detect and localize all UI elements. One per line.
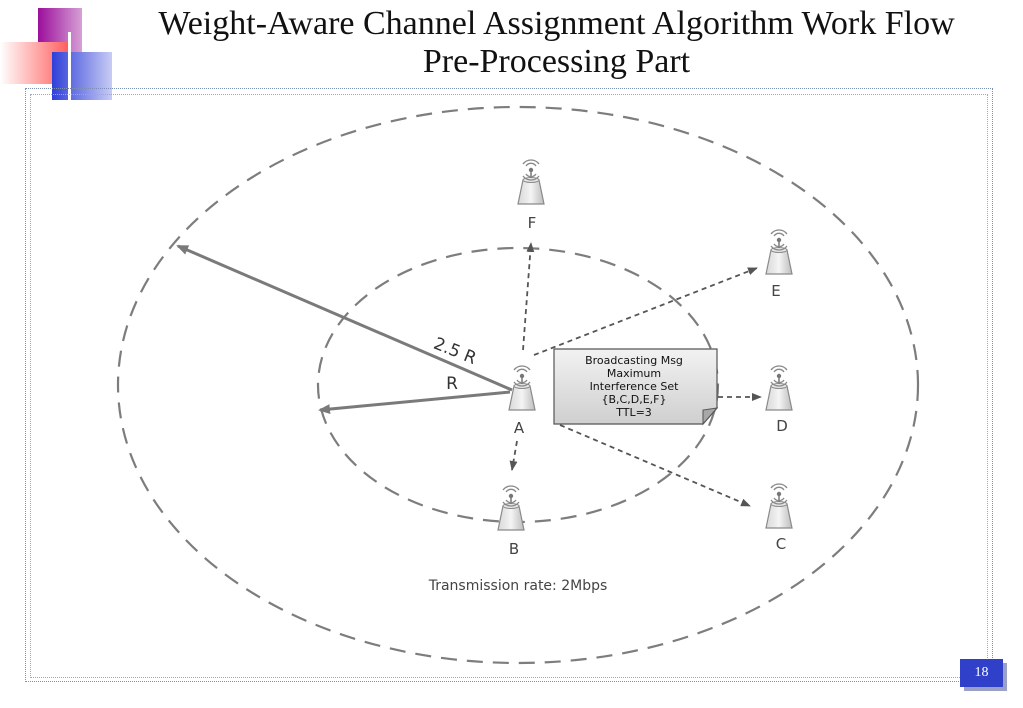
node-c-label: C: [776, 535, 786, 553]
message-line-5: TTL=3: [615, 406, 652, 419]
message-line-2: Maximum: [607, 367, 661, 380]
node-a-label: A: [514, 419, 525, 437]
node-f-label: F: [528, 214, 537, 232]
outer-radius-arrow: [176, 244, 513, 392]
node-c-tower-icon: [765, 483, 793, 529]
message-line-4: {B,C,D,E,F}: [602, 393, 667, 406]
inner-radius-arrow: [318, 390, 511, 415]
message-line-1: Broadcasting Msg: [585, 354, 683, 367]
slide-subtitle: Pre-Processing Part: [422, 43, 691, 80]
inner-radius-label: R: [446, 374, 458, 394]
node-d-label: D: [776, 417, 788, 435]
arrow-a-to-f: [522, 242, 535, 351]
node-f-tower-icon: [517, 159, 545, 205]
node-d-tower-icon: [765, 365, 793, 411]
slide-logo: [0, 0, 120, 110]
message-line-3: Interference Set: [590, 380, 680, 393]
logo-divider: [68, 32, 71, 102]
node-a-tower-icon: [508, 365, 536, 411]
node-b-tower-icon: [497, 485, 525, 531]
arrow-a-to-e: [533, 267, 758, 356]
content-frame-inner: [30, 94, 988, 678]
outer-radius-label: 2.5 R: [431, 334, 480, 369]
interference-range-circle: [116, 105, 920, 665]
content-frame: [25, 88, 993, 682]
page-number: 18: [974, 665, 989, 680]
node-e-label: E: [771, 282, 780, 300]
node-e-tower-icon: [765, 229, 793, 275]
arrow-a-to-c: [559, 424, 751, 507]
page-number-badge: 18: [960, 659, 1003, 687]
broadcast-message-box: Broadcasting Msg Maximum Interference Se…: [553, 348, 719, 426]
arrow-a-to-b: [509, 440, 518, 471]
slide-title: Weight-Aware Channel Assignment Algorith…: [158, 5, 955, 42]
transmission-rate-caption: Transmission rate: 2Mbps: [428, 578, 608, 594]
node-b-label: B: [509, 540, 519, 558]
logo-blue-square: [52, 52, 112, 100]
